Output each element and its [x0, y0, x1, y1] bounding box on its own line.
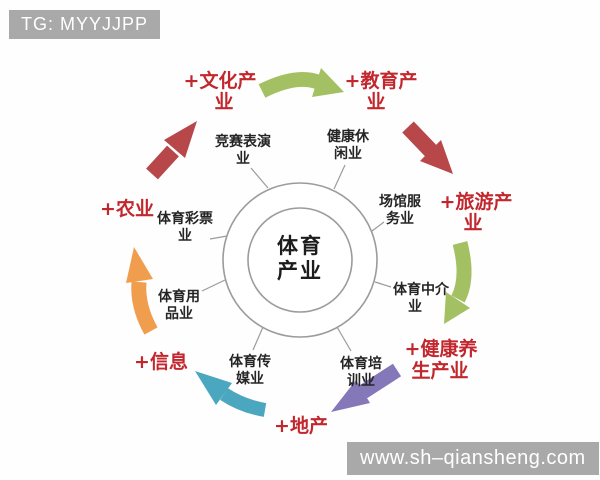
label-line: 健康休 — [327, 128, 370, 145]
label-line: 务业 — [386, 210, 414, 227]
fusion-realestate: +地产 — [274, 414, 328, 437]
spoke-agency — [374, 281, 392, 288]
label-line: 体育传 — [229, 353, 271, 370]
label-line: 场馆服 — [379, 193, 422, 210]
fusion-education: +教育产 业 — [345, 69, 418, 113]
watermark-telegram: TG: MYYJJPP — [9, 10, 161, 39]
spoke-venue-service — [371, 221, 385, 232]
label-line: 体育培 — [340, 355, 382, 372]
label-line: 业 — [236, 151, 250, 167]
label-line: +地产 — [274, 414, 328, 437]
label-line: 闲业 — [334, 146, 362, 162]
spoke-training — [336, 326, 352, 352]
arrow-shaft — [358, 363, 402, 399]
label-line: 业 — [366, 91, 385, 113]
sub-industry-competition: 竞赛表演 业 — [215, 133, 271, 167]
arrow-shaft — [258, 72, 321, 98]
label-line: 业 — [178, 228, 192, 244]
arrow-head — [420, 140, 453, 174]
arrow-shaft — [220, 388, 267, 417]
arrow-shaft — [146, 145, 179, 180]
arrow-shaft — [131, 281, 158, 335]
arrow-head — [331, 380, 370, 412]
label-line: 体育用 — [158, 288, 200, 305]
sub-industry-training: 体育培 训业 — [340, 355, 382, 389]
fusion-agriculture: +农业 — [100, 197, 154, 220]
spoke-lottery — [209, 235, 228, 240]
sub-industry-goods: 体育用 品业 — [158, 288, 200, 322]
arrow-head — [444, 292, 470, 324]
label-line: 媒业 — [235, 370, 264, 387]
spoke-competition — [250, 167, 269, 189]
sub-industry-media: 体育传 媒业 — [229, 353, 271, 387]
arrow-head — [126, 247, 153, 283]
label-line: 业 — [463, 212, 482, 234]
label-line: 业 — [408, 299, 422, 315]
label-line: +教育产 — [345, 69, 418, 92]
arrow-head — [164, 121, 197, 158]
arrow-shaft — [402, 121, 437, 157]
label-line: 业 — [214, 91, 233, 113]
fusion-tourism: +旅游产 业 — [440, 190, 513, 234]
fusion-information: +信息 — [134, 350, 188, 373]
spoke-lines — [201, 164, 392, 352]
arrow-head — [195, 371, 232, 405]
label-line: 体育中介 — [393, 281, 450, 298]
sub-industry-agency: 体育中介 业 — [393, 281, 450, 315]
fusion-culture: +文化产 业 — [184, 69, 257, 113]
label-line: +信息 — [134, 350, 188, 373]
hub-label-line2: 产业 — [277, 259, 323, 283]
sub-industry-venue-service: 场馆服 务业 — [379, 193, 422, 227]
arrow-realestate-to-info — [195, 371, 267, 417]
sub-industry-health-leisure: 健康休 闲业 — [327, 128, 370, 162]
label-line: 品业 — [165, 306, 193, 322]
label-line: +旅游产 — [440, 190, 513, 213]
arrow-head — [312, 68, 344, 97]
hub-label-line1: 体育 — [277, 234, 323, 258]
spoke-health-leisure — [333, 164, 346, 190]
arrow-tourism-to-health — [444, 241, 472, 324]
label-line: 体育彩票 — [157, 210, 213, 227]
label-line: 训业 — [347, 373, 375, 389]
arrow-shaft — [451, 241, 472, 303]
arrow-info-to-agriculture — [126, 247, 158, 335]
label-line: +农业 — [100, 197, 154, 220]
spoke-goods — [201, 279, 226, 292]
arrow-education-to-tourism — [402, 121, 453, 174]
label-line: 生产业 — [411, 359, 468, 382]
arrow-culture-to-education — [258, 68, 344, 98]
label-line: +文化产 — [184, 69, 257, 92]
fusion-health-wellness: +健康养 生产业 — [405, 337, 478, 382]
watermark-website: www.sh–qiansheng.com — [347, 442, 599, 475]
arrow-agriculture-to-culture — [146, 121, 197, 180]
hub-inner-circle — [247, 207, 353, 313]
spoke-media — [252, 326, 264, 351]
sub-industry-lottery: 体育彩票 业 — [157, 210, 213, 244]
arrow-health-to-realestate — [331, 363, 402, 412]
label-line: 竞赛表演 — [215, 133, 271, 150]
label-line: +健康养 — [405, 337, 478, 360]
